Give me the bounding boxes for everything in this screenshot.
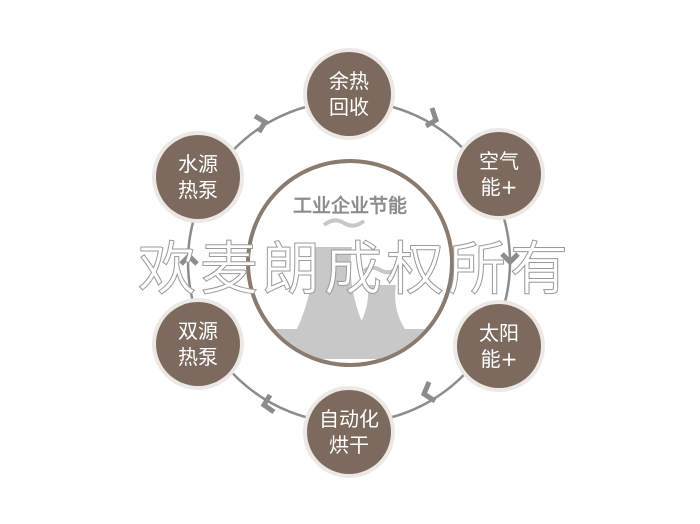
node-label-line2: 热泵 — [178, 345, 218, 369]
node-water-source-heat-pump[interactable]: 水源 热泵 — [156, 135, 240, 219]
node-label-line1: 自动化 — [319, 407, 379, 431]
node-label-line1: 空气 — [479, 149, 519, 173]
arrow-icon — [253, 113, 269, 134]
node-label-line2: 能+ — [480, 175, 518, 199]
arrow-icon — [500, 252, 520, 266]
center-hub: 工业企业节能 — [246, 159, 454, 367]
node-air-source[interactable]: 空气 能+ — [457, 132, 541, 216]
node-label-line2: 热泵 — [178, 178, 218, 202]
node-solar[interactable]: 太阳 能+ — [457, 304, 541, 388]
node-label-line2: 回收 — [329, 95, 369, 119]
node-waste-heat-recovery[interactable]: 余热 回收 — [307, 52, 391, 136]
center-title: 工业企业节能 — [292, 195, 407, 217]
arrow-icon — [179, 252, 199, 266]
arrows — [179, 107, 520, 415]
node-label-line2: 烘干 — [329, 433, 369, 457]
node-label-line2: 能+ — [480, 347, 518, 371]
arrow-icon — [420, 381, 437, 404]
node-label-line1: 水源 — [178, 152, 218, 176]
node-label-line1: 太阳 — [479, 321, 519, 345]
arrow-icon — [260, 393, 276, 415]
node-label-line1: 双源 — [178, 319, 218, 343]
arrow-icon — [424, 107, 440, 129]
node-dual-source-heat-pump[interactable]: 双源 热泵 — [156, 302, 240, 386]
node-label-line1: 余热 — [329, 69, 369, 93]
factory-cooling-towers-icon — [250, 218, 446, 359]
node-auto-drying[interactable]: 自动化 烘干 — [307, 390, 391, 474]
